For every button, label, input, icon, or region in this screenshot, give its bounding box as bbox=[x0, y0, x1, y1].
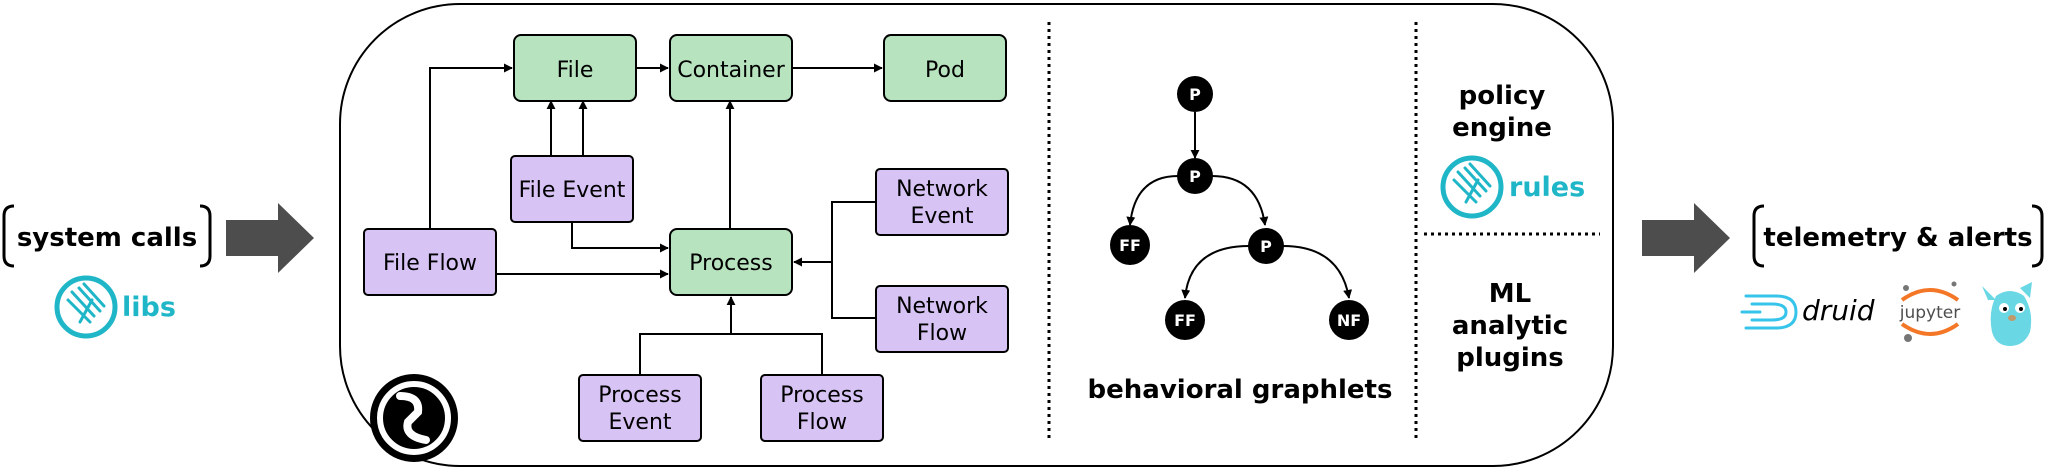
left-bracket-open bbox=[2, 204, 15, 268]
policy-engine-title-line2: engine bbox=[1452, 113, 1552, 143]
svg-text:File Flow: File Flow bbox=[383, 251, 477, 276]
graphlet-title: behavioral graphlets bbox=[1088, 375, 1393, 405]
sysflow-container bbox=[339, 3, 1614, 467]
rules-label: rules bbox=[1509, 172, 1585, 203]
rules-logo: rules bbox=[1440, 155, 1585, 219]
graph-edges bbox=[429, 63, 883, 374]
node-process-event: Process Event bbox=[578, 374, 702, 442]
svg-text:P: P bbox=[1260, 237, 1272, 256]
svg-text:FF: FF bbox=[1119, 236, 1141, 255]
graphlet-node-p0: P bbox=[1177, 76, 1213, 112]
jupyter-label: jupyter bbox=[1899, 303, 1960, 323]
node-container: Container bbox=[669, 34, 793, 102]
graphlet-edge-p2-nf bbox=[1282, 245, 1353, 299]
node-file-flow: File Flow bbox=[363, 228, 497, 296]
svg-text:Pod: Pod bbox=[925, 58, 965, 83]
go-gopher-icon bbox=[1982, 282, 2032, 346]
jupyter-logo: jupyter bbox=[1899, 281, 1960, 342]
libs-logo: libs bbox=[54, 275, 176, 339]
svg-text:NF: NF bbox=[1337, 311, 1361, 330]
sysflow-logo-icon bbox=[370, 374, 458, 462]
output-section: telemetry & alerts druid jupyter bbox=[1740, 204, 2044, 346]
output-flow-arrow bbox=[1642, 203, 1730, 273]
graphlet-node-ff-1: FF bbox=[1110, 225, 1150, 265]
ml-title-line2: analytic bbox=[1452, 311, 1568, 341]
svg-text:Process: Process bbox=[780, 383, 863, 408]
edge-networkevent-process bbox=[831, 201, 876, 319]
druid-waves-icon bbox=[1740, 294, 1798, 330]
svg-text:File: File bbox=[557, 58, 594, 83]
edge-fileevent-process bbox=[571, 222, 669, 253]
druid-logo: druid bbox=[1740, 294, 1875, 330]
svg-text:P: P bbox=[1189, 85, 1201, 104]
graphlet-section: P P FF P FF NF behavioral graphlets bbox=[1088, 76, 1393, 405]
svg-text:Process: Process bbox=[598, 383, 681, 408]
node-file-event: File Event bbox=[510, 155, 634, 223]
graphlet-node-p1: P bbox=[1177, 158, 1213, 194]
node-pod: Pod bbox=[883, 34, 1007, 102]
node-network-flow: Network Flow bbox=[875, 285, 1009, 353]
input-flow-arrow bbox=[226, 203, 314, 273]
system-calls-title: system calls bbox=[17, 223, 197, 253]
left-bracket-close bbox=[199, 204, 212, 268]
svg-text:Network: Network bbox=[896, 294, 988, 319]
input-section: system calls libs bbox=[2, 204, 212, 339]
right-bracket-close bbox=[2031, 204, 2044, 268]
svg-text:Network: Network bbox=[896, 177, 988, 202]
right-bracket-open bbox=[1752, 204, 1765, 268]
policy-engine-section: policy engine rules bbox=[1440, 81, 1585, 219]
graphlet-node-p2: P bbox=[1248, 228, 1284, 264]
node-process: Process bbox=[669, 228, 793, 296]
telemetry-title: telemetry & alerts bbox=[1763, 223, 2032, 253]
entity-graph: File Container Pod Process File Event Fi… bbox=[363, 34, 1009, 442]
svg-text:Event: Event bbox=[910, 204, 973, 229]
druid-label: druid bbox=[1802, 294, 1875, 327]
policy-engine-title-line1: policy bbox=[1459, 81, 1546, 111]
svg-text:P: P bbox=[1189, 167, 1201, 186]
svg-text:Event: Event bbox=[608, 410, 671, 435]
falco-bird-icon bbox=[1440, 155, 1504, 219]
libs-label: libs bbox=[122, 292, 176, 323]
edge-fileflow-file bbox=[429, 63, 513, 228]
node-process-flow: Process Flow bbox=[760, 374, 884, 442]
ml-title-line1: ML bbox=[1489, 279, 1531, 309]
svg-text:Process: Process bbox=[689, 251, 772, 276]
graphlet-node-ff-2: FF bbox=[1165, 300, 1205, 340]
svg-text:File Event: File Event bbox=[519, 178, 626, 203]
graphlet-edge-p2-ff bbox=[1181, 245, 1250, 299]
falco-bird-icon bbox=[54, 275, 118, 339]
ml-title-line3: plugins bbox=[1456, 343, 1564, 373]
graphlet-edge-p1-p2 bbox=[1211, 175, 1269, 226]
graphlet-edges bbox=[1126, 112, 1353, 299]
edge-processevent-process bbox=[639, 333, 823, 374]
svg-text:Container: Container bbox=[677, 58, 785, 83]
graphlet-node-nf: NF bbox=[1329, 300, 1369, 340]
graphlet-edge-p1-ff bbox=[1126, 175, 1179, 226]
svg-text:Flow: Flow bbox=[797, 410, 847, 435]
svg-text:FF: FF bbox=[1174, 311, 1196, 330]
node-network-event: Network Event bbox=[875, 168, 1009, 236]
ml-plugins-section: ML analytic plugins bbox=[1452, 279, 1568, 373]
svg-text:Flow: Flow bbox=[917, 321, 967, 346]
node-file: File bbox=[513, 34, 637, 102]
